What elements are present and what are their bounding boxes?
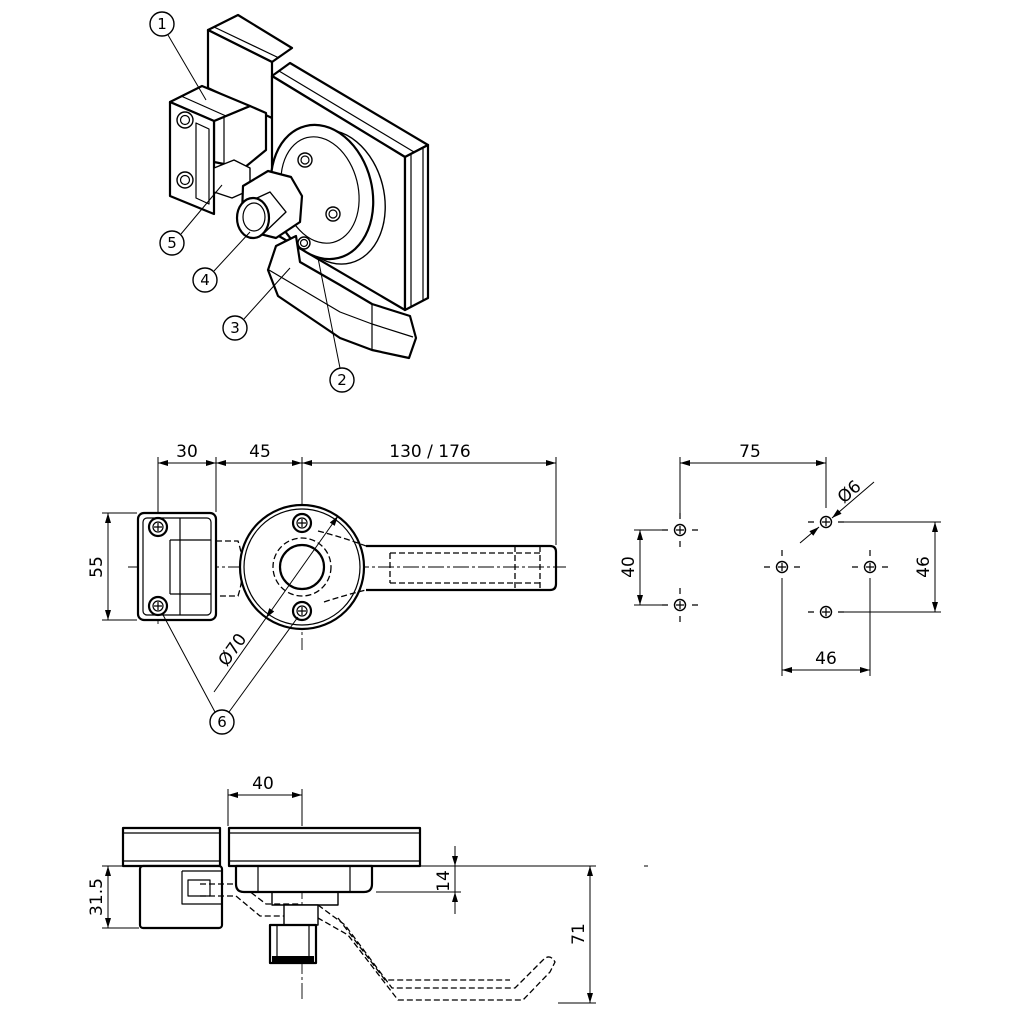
side-cylinder [268, 904, 319, 965]
iso-left-panel-layer [213, 26, 280, 59]
callout-2-label: 2 [337, 371, 347, 389]
side-panels [121, 826, 422, 868]
iso-cylinder-core [242, 202, 266, 232]
side-cylinder-end [272, 956, 314, 963]
dim-label-bracket-to-center: 45 [249, 442, 271, 462]
iso-lever-edge [268, 269, 414, 338]
iso-cylinder-knob [235, 169, 304, 240]
dim-label-hole-diameter: Ø6 [834, 477, 865, 508]
callout-3: 3 [222, 267, 291, 341]
dim-label-bracket-height: 55 [87, 556, 107, 578]
iso-bracket-screw [176, 171, 194, 189]
dim-label-left-pair-spacing: 40 [619, 556, 639, 578]
side-view: 40 31.5 14 71 [87, 774, 648, 1004]
dim-label-horizontal-spacing: 46 [815, 649, 837, 669]
front-bracket [136, 511, 218, 622]
dim-label-rosette-diameter: Ø70 [215, 630, 252, 670]
callout-2: 2 [317, 257, 355, 393]
iso-rosette-screw [297, 236, 311, 250]
dim-leader-diameter-6 [799, 526, 820, 544]
callout-3-label: 3 [230, 319, 240, 337]
iso-rosette [269, 123, 386, 265]
dim-label-bracket-depth: 31.5 [87, 878, 107, 916]
dim-line-diameter-70 [265, 515, 339, 619]
iso-bracket-edge [180, 95, 227, 117]
iso-bracket-window [195, 122, 210, 205]
callout-5-label: 5 [167, 234, 177, 252]
callout-6: 6 [161, 612, 299, 735]
iso-bracket-screw [176, 111, 194, 129]
front-bracket-screw [147, 516, 169, 538]
callout-1-label: 1 [157, 15, 167, 33]
dim-label-rosette-depth: 14 [434, 870, 454, 892]
dim-label-left-to-right: 75 [739, 442, 761, 462]
side-bracket [138, 864, 224, 930]
hole-pattern-dimensions: 75 40 Ø6 46 46 [619, 442, 941, 676]
dim-label-hub-offset: 40 [252, 774, 274, 794]
iso-rosette-screw [297, 152, 313, 168]
front-latch-hidden [216, 540, 244, 597]
hole-top [808, 515, 844, 529]
hole-bottom [808, 605, 844, 619]
front-height-extension-lines [102, 512, 137, 621]
side-left-panel [121, 826, 222, 868]
iso-bracket [168, 84, 268, 216]
callout-5: 5 [159, 184, 223, 256]
callout-6-label: 6 [217, 713, 227, 731]
dim-label-overall-depth: 71 [569, 923, 589, 945]
front-view: 30 45 130 / 176 55 Ø70 6 [87, 442, 566, 735]
callout-4-label: 4 [200, 271, 210, 289]
isometric-view: 1 5 4 3 2 [149, 11, 430, 393]
side-hub [271, 892, 339, 906]
dim-label-bracket-width: 30 [176, 442, 198, 462]
iso-callouts: 1 5 4 3 2 [149, 11, 355, 393]
front-lever [317, 530, 558, 603]
iso-lever-body [266, 234, 418, 360]
front-rosette-screw [291, 512, 313, 534]
iso-rosette-screw [325, 206, 341, 222]
side-lever [317, 904, 556, 1001]
front-bracket-screw [147, 595, 169, 617]
hole-pattern: 75 40 Ø6 46 46 [619, 442, 941, 676]
iso-right-panel-side [403, 143, 430, 312]
callout-4: 4 [192, 231, 251, 293]
iso-lever [266, 234, 418, 360]
hole-left [764, 550, 800, 574]
front-extension-lines [157, 457, 557, 545]
front-rosette-screw [291, 600, 313, 622]
callout-1: 1 [149, 11, 207, 101]
hole-right [852, 550, 888, 574]
side-rosette [234, 864, 374, 894]
dim-leader-70 [213, 617, 267, 693]
side-dimensions: 40 31.5 14 71 [87, 774, 596, 1004]
dim-label-lever-length: 130 / 176 [389, 442, 470, 462]
iso-right-panel-layer [278, 70, 415, 153]
dim-label-vertical-spacing: 46 [914, 556, 934, 578]
side-latch-hidden [200, 883, 300, 917]
dim-leader-diameter-6 [831, 481, 875, 519]
side-right-panel [227, 826, 422, 868]
iso-cylinder-face [235, 196, 271, 240]
